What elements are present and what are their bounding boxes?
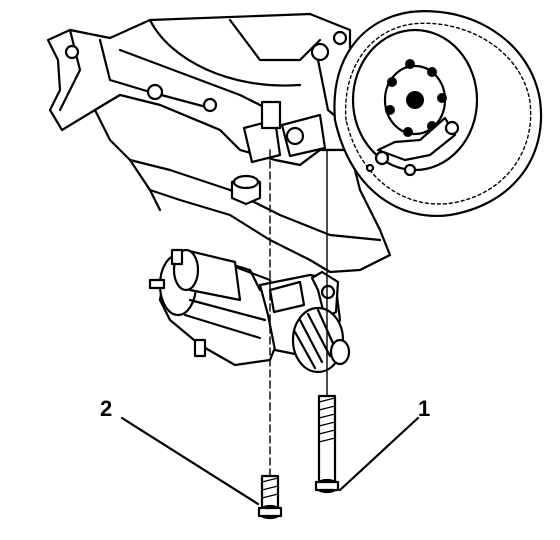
- callout-1-leader: [338, 416, 420, 492]
- alignment-lines: [269, 149, 328, 479]
- oil-pan: [93, 58, 392, 274]
- starter-drive-nose: [291, 306, 351, 374]
- bolt-1: [314, 394, 340, 494]
- callout-2-label: 2: [100, 396, 112, 421]
- callout-1-label: 1: [418, 396, 430, 421]
- starter-motor: [148, 248, 351, 374]
- bolt-2: [257, 474, 283, 520]
- drain-plug: [230, 174, 262, 206]
- flywheel: [333, 10, 543, 218]
- callout-2-leader: [120, 416, 260, 506]
- solenoid: [148, 248, 242, 358]
